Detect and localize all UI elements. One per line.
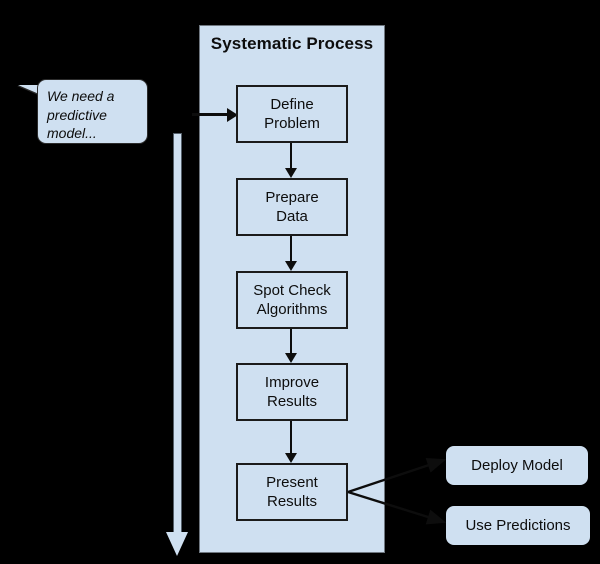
process-flow-arrow-shaft: [173, 133, 182, 533]
connector-arrow-3-icon: [285, 329, 297, 363]
connector-to-use-predictions: [347, 490, 447, 525]
step-box-improve-results[interactable]: Improve Results: [236, 363, 348, 421]
output-label: Use Predictions: [465, 517, 571, 534]
step-box-spot-check-algorithms[interactable]: Spot Check Algorithms: [236, 271, 348, 329]
speech-bubble-line-2: predictive: [47, 106, 107, 123]
step-label-line-1: Improve: [264, 373, 320, 391]
output-label: Deploy Model: [471, 457, 563, 474]
step-label-line-2: Results: [266, 493, 318, 510]
connector-arrow-2-icon: [285, 236, 297, 271]
speech-bubble-line-3: model...: [47, 125, 97, 142]
connector-arrow-4-icon: [285, 421, 297, 463]
step-label-line-2: Problem: [264, 115, 320, 132]
step-label-line-2: Algorithms: [256, 301, 328, 318]
speech-bubble-line-1: We need a: [47, 88, 115, 104]
step-box-prepare-data[interactable]: Prepare Data: [236, 178, 348, 236]
connector-to-deploy-model: [347, 458, 447, 494]
fork-connector-group: [347, 458, 447, 525]
step-box-present-results[interactable]: Present Results: [236, 463, 348, 521]
page-title: Systematic Process: [210, 34, 374, 53]
speech-bubble: We need a predictive model...: [37, 79, 148, 144]
step-label-line-2: Results: [266, 393, 318, 410]
connector-arrow-1-icon: [285, 143, 297, 178]
output-box-deploy-model[interactable]: Deploy Model: [446, 446, 588, 485]
step-label-line-1: Prepare: [265, 188, 319, 206]
speech-bubble-tail: [18, 85, 39, 114]
step-box-define-problem[interactable]: Define Problem: [236, 85, 348, 143]
step-label-line-1: Spot Check: [253, 281, 331, 299]
entry-arrow-icon: [192, 108, 238, 122]
process-flow-arrow-head: [166, 532, 188, 556]
output-box-use-predictions[interactable]: Use Predictions: [446, 506, 590, 545]
step-label-line-1: Present: [266, 473, 318, 491]
step-label-line-1: Define: [270, 95, 314, 113]
step-label-line-2: Data: [276, 208, 308, 225]
